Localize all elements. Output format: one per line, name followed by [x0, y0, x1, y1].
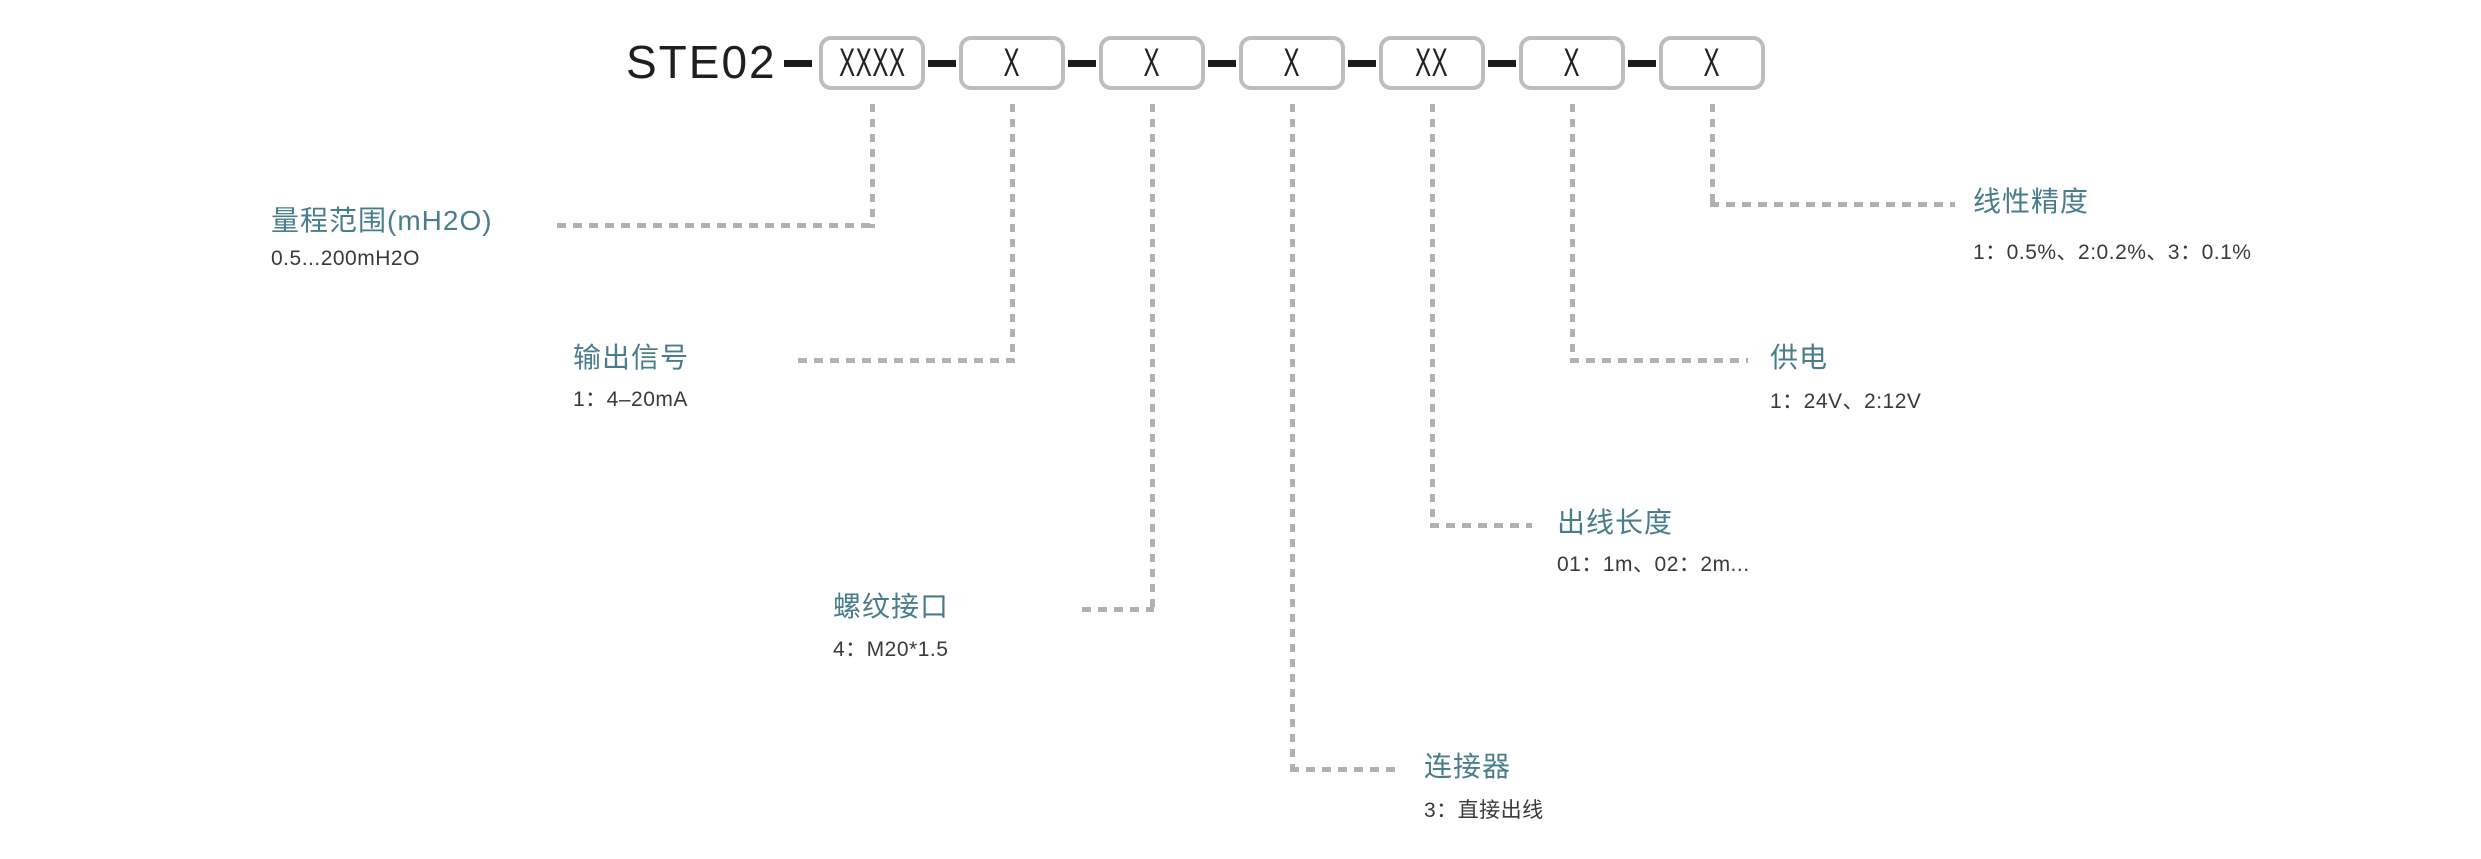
code-segment-box-connector: X: [1239, 36, 1345, 90]
field-value-thread-connection: 4：M20*1.5: [833, 638, 949, 661]
model-prefix: STE02: [626, 36, 777, 88]
field-label-linearity-accuracy: 线性精度: [1973, 186, 2090, 217]
field-value-range: 0.5...200mH2O: [271, 247, 420, 270]
code-segment-text: XXXX: [838, 40, 906, 85]
code-separator-dash: [1068, 60, 1096, 67]
field-value-power-supply: 1：24V、2:12V: [1770, 390, 1922, 413]
leader-line-vertical-range: [870, 104, 875, 228]
code-segment-text: X: [1283, 40, 1301, 85]
leader-line-horizontal-accuracy: [1710, 202, 1955, 207]
field-value-linearity-accuracy: 1：0.5%、2:0.2%、3：0.1%: [1973, 241, 2252, 264]
field-label-connector: 连接器: [1424, 751, 1512, 782]
field-value-output-signal: 1：4–20mA: [573, 388, 688, 411]
field-label-range: 量程范围(mH2O): [271, 205, 493, 236]
field-label-cable-length: 出线长度: [1557, 507, 1674, 538]
field-label-output-signal: 输出信号: [573, 342, 690, 373]
code-segment-box-output: X: [959, 36, 1065, 90]
code-segment-text: X: [1563, 40, 1581, 85]
code-separator-dash: [784, 60, 812, 67]
field-label-thread-connection: 螺纹接口: [833, 591, 950, 622]
leader-line-horizontal-connector: [1290, 767, 1402, 772]
leader-line-horizontal-thread: [1082, 607, 1154, 612]
leader-line-vertical-thread: [1150, 104, 1155, 612]
field-label-power-supply: 供电: [1770, 342, 1829, 373]
leader-line-vertical-connector: [1290, 104, 1295, 772]
code-segment-box-power: X: [1519, 36, 1625, 90]
code-segment-box-range: XXXX: [819, 36, 925, 90]
code-separator-dash: [1488, 60, 1516, 67]
leader-line-vertical-power: [1570, 104, 1575, 363]
code-segment-box-cable: XX: [1379, 36, 1485, 90]
code-segment-text: X: [1003, 40, 1021, 85]
leader-line-vertical-accuracy: [1710, 104, 1715, 207]
leader-line-vertical-output: [1010, 104, 1015, 363]
code-segment-box-accuracy: X: [1659, 36, 1765, 90]
field-value-connector: 3：直接出线: [1424, 799, 1544, 822]
code-segment-text: X: [1143, 40, 1161, 85]
code-separator-dash: [928, 60, 956, 67]
leader-line-horizontal-output: [798, 358, 1014, 363]
field-value-cable-length: 01：1m、02：2m...: [1557, 553, 1750, 576]
code-separator-dash: [1348, 60, 1376, 67]
code-separator-dash: [1208, 60, 1236, 67]
leader-line-horizontal-cable: [1430, 523, 1532, 528]
code-segment-text: XX: [1415, 40, 1449, 85]
leader-line-horizontal-power: [1570, 358, 1748, 363]
code-segment-text: X: [1703, 40, 1721, 85]
leader-line-vertical-cable: [1430, 104, 1435, 528]
code-separator-dash: [1628, 60, 1656, 67]
leader-line-horizontal-range: [557, 223, 874, 228]
code-segment-box-thread: X: [1099, 36, 1205, 90]
